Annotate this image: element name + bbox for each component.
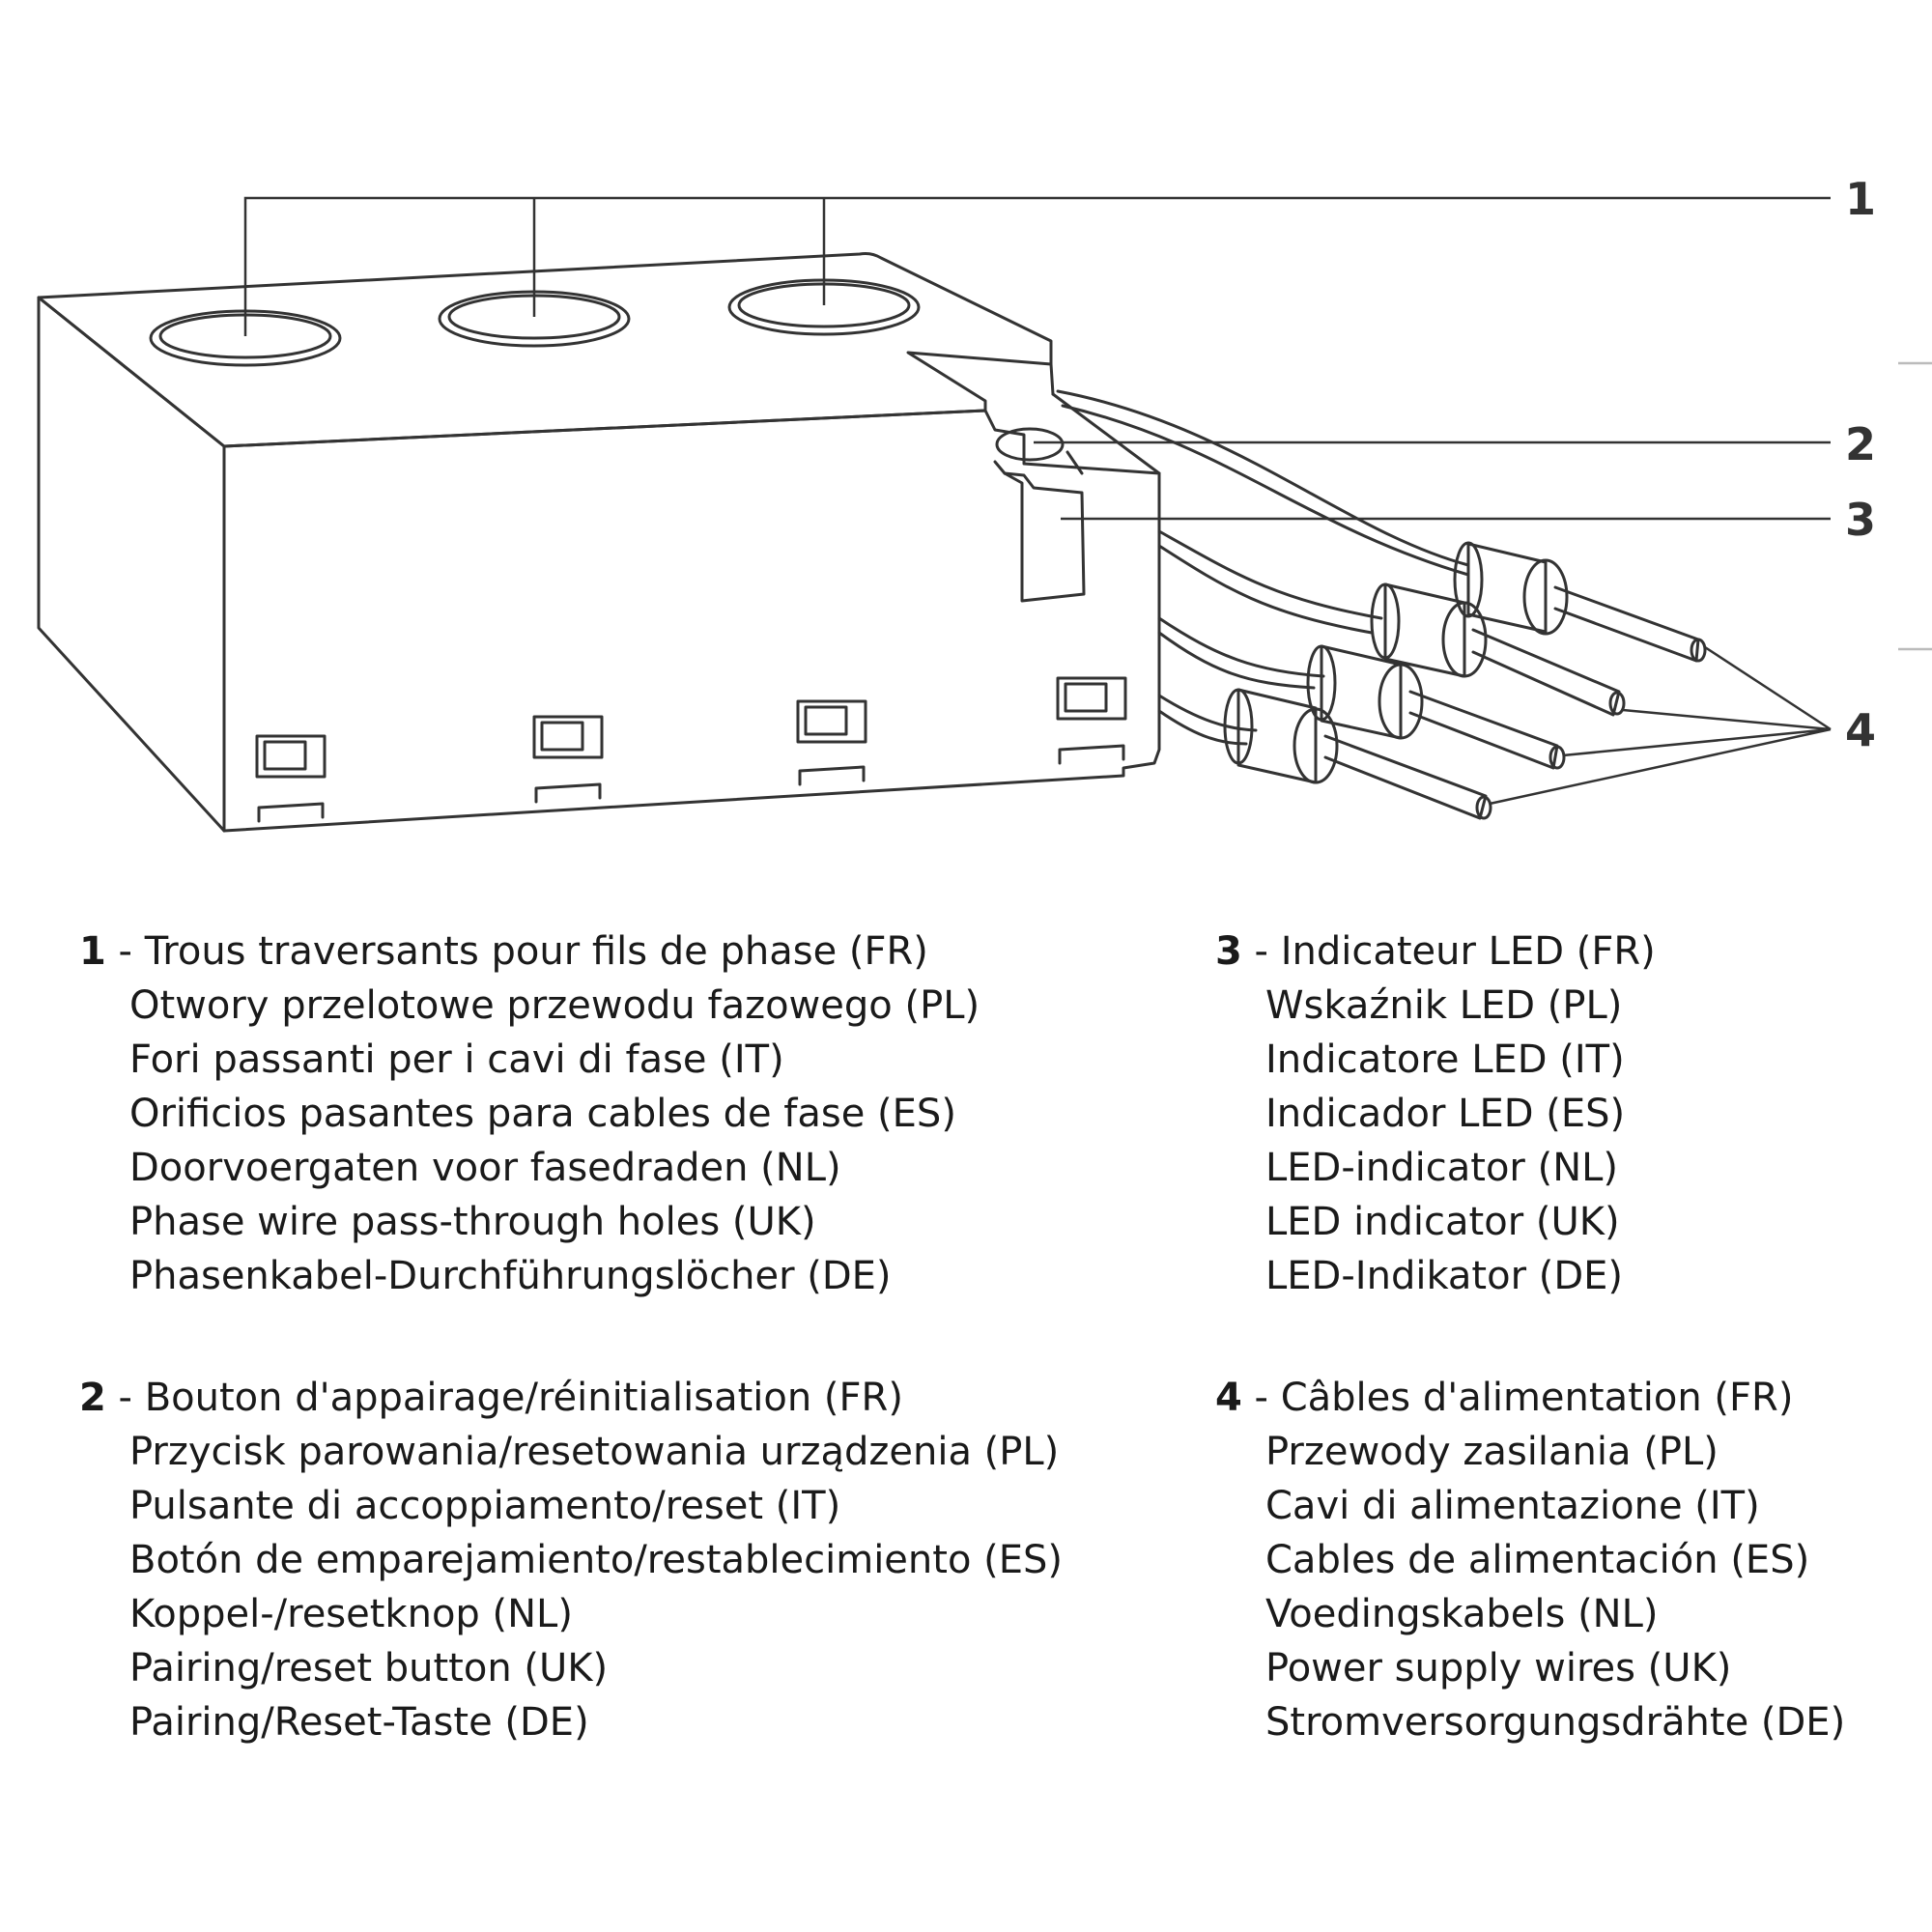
- legend-text: Câbles d'alimentation (FR): [1280, 1376, 1794, 1420]
- terminal-window: [255, 734, 327, 823]
- device-side-face: [37, 296, 226, 833]
- terminal-window: [796, 699, 867, 786]
- legend-number: 3: [1215, 929, 1242, 974]
- legend-text: Koppel-/resetknop (NL): [129, 1592, 573, 1636]
- terminal-window: [532, 715, 604, 804]
- callout-4-leader: [1489, 645, 1832, 806]
- legend-number: 2: [79, 1376, 106, 1420]
- legend-heading: 1 - Trous traversants pour fils de phase…: [79, 929, 928, 974]
- legend-text: Indicatore LED (IT): [1265, 1037, 1625, 1082]
- legend-text: Bouton d'appairage/réinitialisation (FR): [144, 1376, 903, 1420]
- legend-text: LED-indicator (NL): [1265, 1146, 1618, 1190]
- legend-text: LED-Indikator (DE): [1265, 1254, 1624, 1298]
- legend-number: 1: [79, 929, 106, 974]
- legend-text: Doorvoergaten voor fasedraden (NL): [129, 1146, 841, 1190]
- legend-text: Botón de emparejamiento/restablecimiento…: [129, 1538, 1064, 1582]
- wire-ferrule: [1370, 582, 1626, 717]
- legend-text: Cables de alimentación (ES): [1265, 1538, 1810, 1582]
- terminal-window: [1056, 676, 1127, 765]
- wire-ferrule: [1306, 644, 1566, 770]
- legend-text: Fori passanti per i cavi di fase (IT): [129, 1037, 784, 1082]
- legend-text: Wskaźnik LED (PL): [1265, 983, 1623, 1028]
- legend-item-4: 4 - Câbles d'alimentation (FR) Przewody …: [1215, 1371, 1845, 1749]
- legend-heading: 2 - Bouton d'appairage/réinitialisation …: [79, 1376, 903, 1420]
- pairing-button: [995, 427, 1065, 462]
- legend-text: Stromversorgungsdrähte (DE): [1265, 1700, 1846, 1745]
- legend-text: Orificios pasantes para cables de fase (…: [129, 1092, 956, 1136]
- legend-text: LED indicator (UK): [1265, 1200, 1620, 1244]
- device-diagram: 1 2 3 4: [37, 173, 1932, 833]
- device-top-face: [37, 252, 1053, 448]
- legend-text: Voedingskabels (NL): [1265, 1592, 1659, 1636]
- legend-heading: 4 - Câbles d'alimentation (FR): [1215, 1376, 1794, 1420]
- callout-1-leader: [243, 196, 1831, 336]
- legend-text: Phase wire pass-through holes (UK): [129, 1200, 816, 1244]
- legend-text: Trous traversants pour fils de phase (FR…: [144, 929, 928, 974]
- legend-text: Indicateur LED (FR): [1280, 929, 1656, 974]
- legend-text: Cavi di alimentazione (IT): [1265, 1484, 1760, 1528]
- power-supply-wires: [1056, 389, 1470, 746]
- wire-ferrule: [1223, 688, 1492, 820]
- legend-text: Otwory przelotowe przewodu fazowego (PL): [129, 983, 980, 1028]
- legend-number: 4: [1215, 1376, 1242, 1420]
- legend-item-1: 1 - Trous traversants pour fils de phase…: [79, 924, 980, 1303]
- led-indicator: [1003, 471, 1086, 603]
- legend-item-3: 3 - Indicateur LED (FR) Wskaźnik LED (PL…: [1215, 924, 1656, 1303]
- legend-text: Pairing/reset button (UK): [129, 1646, 609, 1690]
- legend-text: Pulsante di accoppiamento/reset (IT): [129, 1484, 841, 1528]
- callout-1: 1: [1845, 173, 1876, 225]
- callout-2: 2: [1845, 418, 1876, 470]
- legend-text: Power supply wires (UK): [1265, 1646, 1732, 1690]
- legend-item-2: 2 - Bouton d'appairage/réinitialisation …: [79, 1371, 1063, 1749]
- callout-4: 4: [1845, 704, 1876, 756]
- legend-text: Przewody zasilania (PL): [1265, 1430, 1719, 1474]
- legend-text: Indicador LED (ES): [1265, 1092, 1626, 1136]
- legend-heading: 3 - Indicateur LED (FR): [1215, 929, 1656, 974]
- legend-text: Pairing/Reset-Taste (DE): [129, 1700, 589, 1745]
- legend-text: Przycisk parowania/resetowania urządzeni…: [129, 1430, 1060, 1474]
- wire-ferrule: [1453, 541, 1707, 663]
- legend-text: Phasenkabel-Durchführungslöcher (DE): [129, 1254, 892, 1298]
- callout-3: 3: [1845, 494, 1876, 546]
